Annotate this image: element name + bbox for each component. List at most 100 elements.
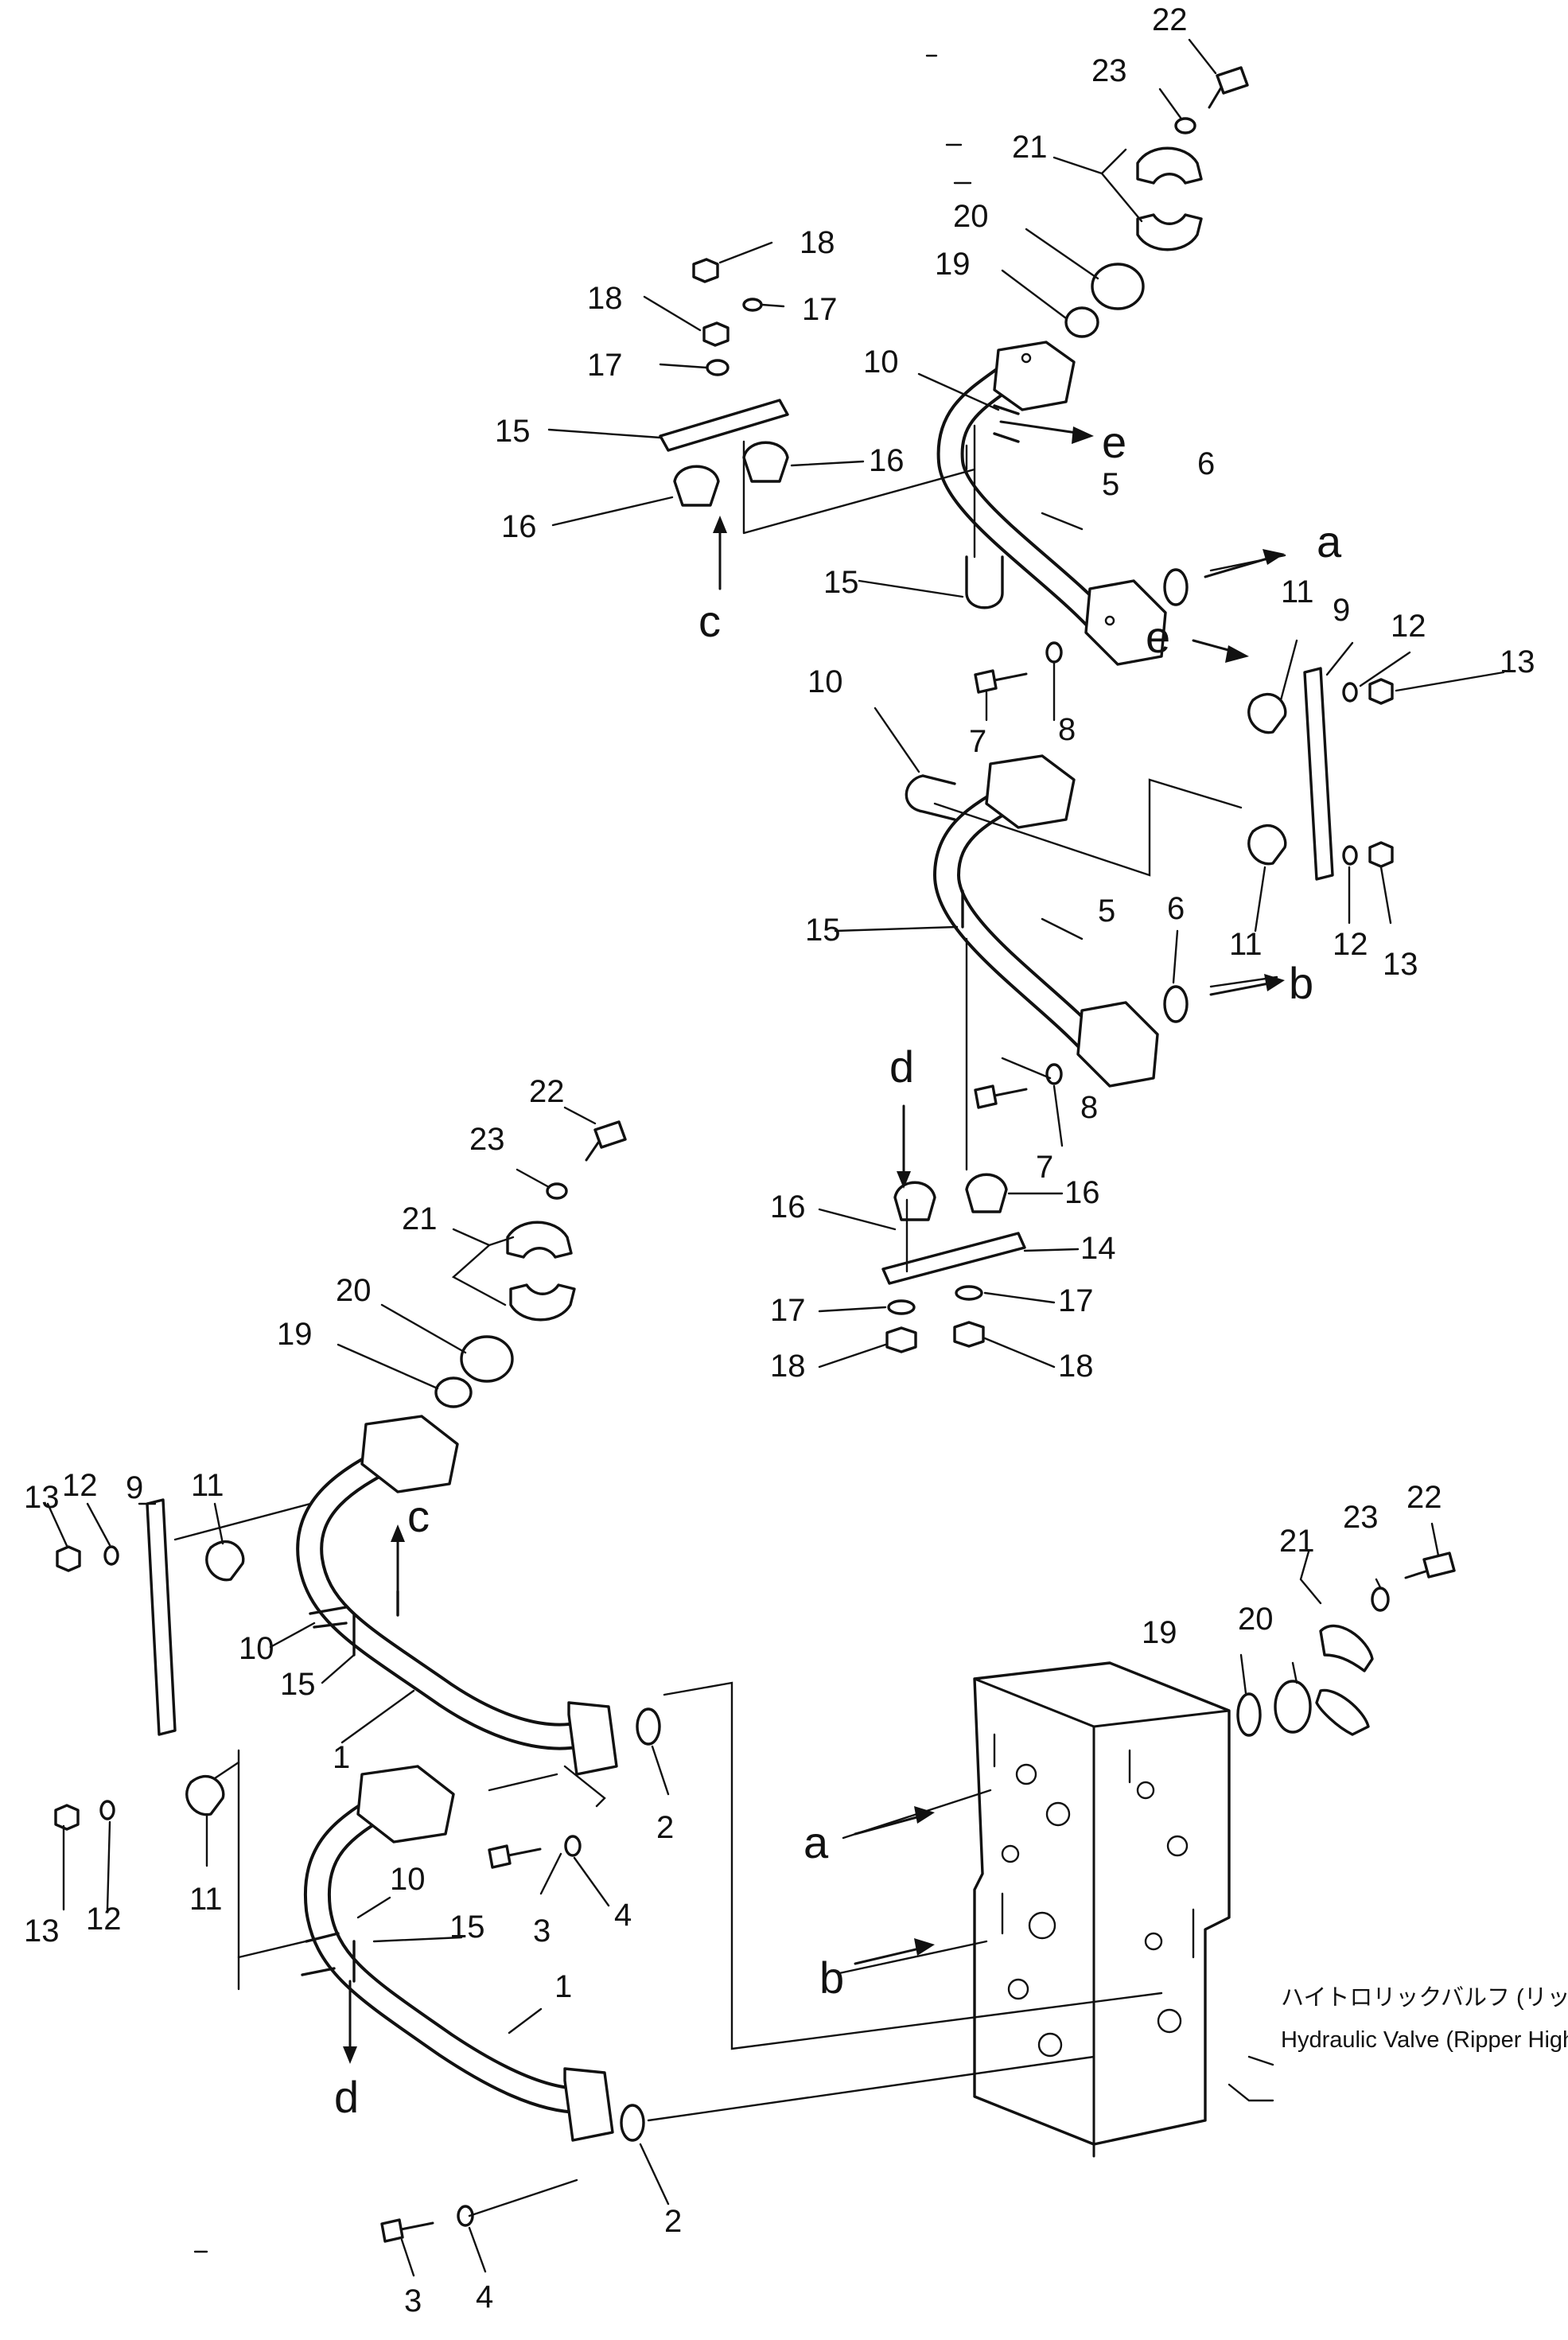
- u-bolt-15-left-upper: [352, 1590, 399, 1657]
- callout-13: 13: [1383, 947, 1418, 982]
- caption-english: Hydraulic Valve (Ripper High): [1281, 2027, 1568, 2053]
- washer-4-upper: [564, 1835, 582, 1857]
- callout-5: 5: [1098, 894, 1115, 929]
- nut-18-mid-a: [885, 1326, 917, 1353]
- bolt-22-left: [593, 1120, 627, 1149]
- plug-20-left: [460, 1335, 514, 1383]
- nut-18-mid-b: [953, 1321, 985, 1348]
- callout-20: 20: [1238, 1602, 1274, 1637]
- washer-17-top-a: [742, 298, 763, 312]
- callout-1: 1: [333, 1740, 350, 1775]
- caption-japanese: ハイトロリックバルフ (リッパハイ): [1281, 1985, 1568, 2011]
- callout-17: 17: [587, 348, 623, 383]
- plate-14: [881, 1232, 1026, 1285]
- tube-1-lower: [303, 1765, 614, 2142]
- washer-17-mid-a: [887, 1299, 916, 1315]
- plug-20-right: [1274, 1680, 1312, 1734]
- callout-6: 6: [1167, 891, 1185, 926]
- callout-15: 15: [280, 1667, 316, 1702]
- callout-14: 14: [1080, 1231, 1116, 1266]
- hydraulic-valve: [973, 1661, 1231, 2158]
- washer-17-top-b: [706, 359, 730, 376]
- callout-numbers: 22 23 21 20 19 18 17 18 17 10 15 16 16 5…: [24, 2, 1535, 2319]
- o-ring-19-right: [1236, 1692, 1262, 1737]
- o-ring-2-lower: [620, 2104, 645, 2142]
- nut-18-top-b: [702, 321, 730, 347]
- callout-11: 11: [1229, 927, 1263, 962]
- clamp-11-left-b: [185, 1775, 225, 1816]
- ref-e-top: e: [1102, 417, 1126, 467]
- callout-18: 18: [587, 281, 623, 316]
- o-ring-6-top: [1163, 568, 1189, 606]
- callout-13: 13: [1500, 644, 1535, 679]
- tube-5-upper: [936, 341, 1167, 666]
- callout-9: 9: [126, 1470, 143, 1505]
- plate-9-left: [146, 1498, 177, 1736]
- callout-15: 15: [823, 565, 859, 600]
- callout-18: 18: [800, 225, 835, 260]
- callout-18: 18: [1058, 1349, 1094, 1384]
- split-flange-21-right-b: [1315, 1688, 1370, 1736]
- callout-16: 16: [501, 509, 537, 544]
- ref-c-top: c: [698, 596, 721, 646]
- o-ring-2-upper: [636, 1707, 661, 1746]
- callout-16: 16: [869, 443, 905, 478]
- nut-13-left-b: [54, 1804, 80, 1831]
- callout-13: 13: [24, 1914, 60, 1949]
- callout-8: 8: [1080, 1090, 1098, 1125]
- clamp-11-right-b: [1247, 824, 1287, 866]
- tube-1-upper: [296, 1415, 618, 1776]
- callout-13: 13: [24, 1480, 60, 1515]
- washer-12-right-b: [1342, 845, 1358, 866]
- leader-lines: [46, 38, 1505, 2277]
- o-ring-19-top: [1064, 306, 1099, 338]
- nut-13-right-b: [1368, 841, 1394, 868]
- callout-16: 16: [770, 1189, 806, 1225]
- callout-23: 23: [469, 1122, 505, 1157]
- washer-23-right: [1371, 1587, 1390, 1612]
- callout-10: 10: [807, 664, 843, 699]
- nut-13-left-a: [56, 1545, 81, 1572]
- washer-4-lower: [457, 2205, 474, 2227]
- ref-d-low: d: [334, 2072, 359, 2122]
- callout-12: 12: [1391, 609, 1426, 644]
- nut-13-right-a: [1368, 678, 1394, 705]
- callout-3: 3: [533, 1914, 551, 1949]
- callout-1: 1: [554, 1969, 572, 2004]
- callout-3: 3: [404, 2284, 422, 2319]
- callout-5: 5: [1102, 467, 1119, 502]
- bolt-3-lower: [380, 2218, 404, 2243]
- o-ring-6-mid: [1163, 985, 1189, 1023]
- bolt-22-top: [1208, 66, 1249, 109]
- callout-19: 19: [1142, 1615, 1177, 1650]
- tube-5-lower: [933, 754, 1159, 1088]
- u-bolt-10-top: [993, 404, 1020, 443]
- nut-18-top-a: [692, 258, 719, 283]
- callout-17: 17: [802, 292, 838, 327]
- callout-18: 18: [770, 1349, 806, 1384]
- callout-10: 10: [390, 1862, 426, 1897]
- ref-a-top: a: [1317, 516, 1342, 567]
- reference-letters: a e c e b d c d a b: [334, 417, 1342, 2122]
- ref-c-low: c: [407, 1491, 430, 1541]
- callout-23: 23: [1091, 53, 1127, 88]
- split-flange-21-left-a: [506, 1221, 573, 1259]
- callout-12: 12: [62, 1468, 98, 1503]
- callout-20: 20: [336, 1273, 372, 1308]
- ref-b-low: b: [819, 1953, 844, 2003]
- callout-16: 16: [1064, 1175, 1100, 1210]
- washer-8-a: [1045, 641, 1063, 664]
- bolt-3-upper: [488, 1844, 512, 1869]
- reference-arrows: [343, 420, 1285, 2064]
- clamp-11-right-a: [1247, 693, 1287, 734]
- split-flange-21-top-a: [1136, 146, 1203, 185]
- washer-12-right-a: [1342, 682, 1358, 703]
- plug-20-top: [1091, 263, 1145, 310]
- callout-12: 12: [1333, 927, 1368, 962]
- plate-15-top: [659, 399, 789, 452]
- bolt-22-right: [1422, 1552, 1456, 1579]
- washer-23-left: [546, 1182, 568, 1200]
- u-bolt-10-left-upper: [309, 1606, 348, 1629]
- callout-6: 6: [1197, 446, 1215, 481]
- stray-mark: [193, 54, 972, 2253]
